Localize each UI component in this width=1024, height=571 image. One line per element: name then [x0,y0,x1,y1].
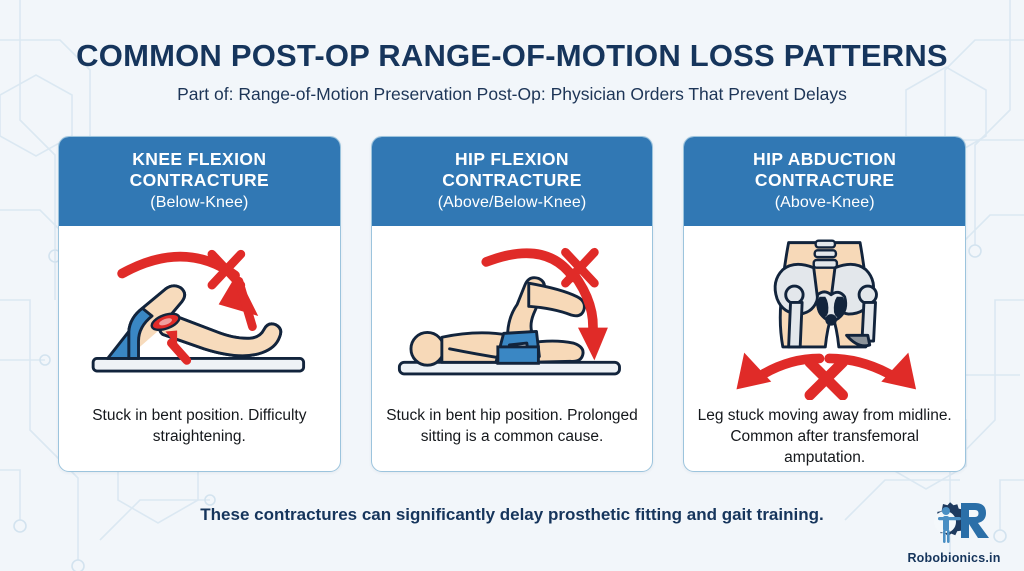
footer-note: These contractures can significantly del… [200,505,824,524]
card-caption: Leg stuck moving away from midline. Comm… [697,407,952,466]
page-title: COMMON POST-OP RANGE-OF-MOTION LOSS PATT… [76,38,948,73]
card-subtitle: (Above/Below-Knee) [437,194,587,212]
card-header-hip-abduction: HIP ABDUCTION CONTRACTURE (Above-Knee) [684,137,966,227]
page-subtitle: Part of: Range-of-Motion Preservation Po… [177,84,847,104]
card-caption: Stuck in bent hip position. Prolonged si… [386,407,638,446]
card-hip-flexion-contracture[interactable]: HIP FLEXION CONTRACTURE (Above/Below-Kne… [370,136,654,472]
card-subtitle: (Below-Knee) [150,194,249,212]
card-title-line2: CONTRACTURE [442,169,582,190]
card-header-hip-flexion: HIP FLEXION CONTRACTURE (Above/Below-Kne… [371,137,653,227]
page-header: COMMON POST-OP RANGE-OF-MOTION LOSS PATT… [0,0,1024,105]
brand-logo-block: Robobionics.in [898,500,1010,565]
card-hip-abduction-contracture[interactable]: HIP ABDUCTION CONTRACTURE (Above-Knee) [683,136,967,472]
card-knee-flexion-contracture[interactable]: KNEE FLEXION CONTRACTURE (Below-Knee) [58,136,341,472]
card-header-knee-flexion: KNEE FLEXION CONTRACTURE (Below-Knee) [59,137,340,227]
card-title-line1: HIP FLEXION [455,149,569,169]
robobionics-gear-person-r-icon [934,502,989,543]
supine-person-bent-hip-icon [397,248,621,376]
bent-knee-on-table-icon [91,250,306,373]
pattern-cards-row: KNEE FLEXION CONTRACTURE (Below-Knee) [58,136,967,472]
card-body-knee-flexion: Stuck in bent position. Difficulty strai… [59,226,340,471]
card-body-hip-abduction: Leg stuck moving away from midline. Comm… [684,226,965,471]
card-subtitle: (Above-Knee) [774,194,875,212]
card-caption: Stuck in bent position. Difficulty strai… [92,407,307,446]
card-title-line1: HIP ABDUCTION [753,149,897,169]
brand-name: Robobionics.in [907,551,1001,565]
card-title-line2: CONTRACTURE [754,169,895,190]
card-title-line1: KNEE FLEXION [132,149,267,169]
pelvis-femur-abduction-icon [736,239,917,401]
card-title-line2: CONTRACTURE [129,169,270,190]
card-body-hip-flexion: Stuck in bent hip position. Prolonged si… [372,226,653,471]
